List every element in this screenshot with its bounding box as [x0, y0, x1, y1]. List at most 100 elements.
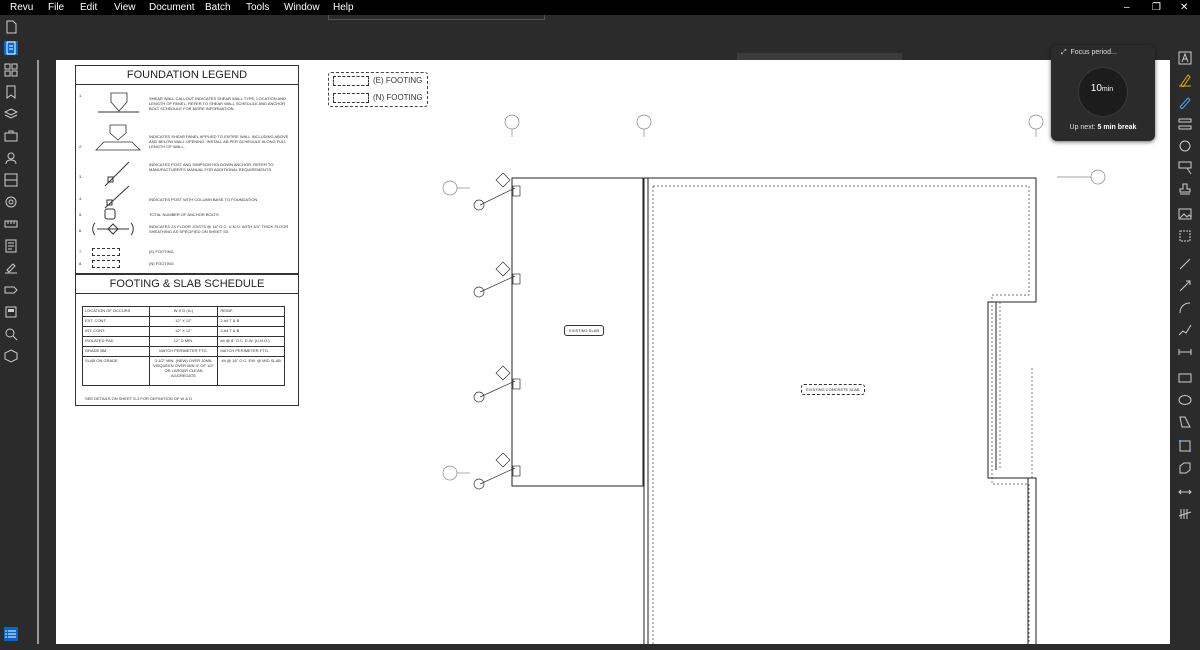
table-cell: 3 1/2" MIN. (NEW) OVER 10MIL VISQUEEN OV… — [148, 356, 219, 386]
legend-num-2: 2. — [79, 144, 83, 149]
table-cell: SLAB ON GRADE — [82, 356, 150, 386]
toolbar-strip — [0, 15, 1200, 60]
focus-ring — [1078, 67, 1128, 117]
table-cell: 2-#4 T & B — [217, 316, 285, 327]
table-row: ISOLATED PAD 12" D MIN. #4 @ 8" O.C. E.W… — [82, 336, 285, 347]
legend-num-4: 4. — [79, 196, 83, 201]
sheet-edge — [37, 60, 39, 644]
focus-unit: min — [1101, 86, 1114, 93]
ellipse-icon[interactable] — [1178, 393, 1192, 407]
stamp-icon[interactable] — [1178, 183, 1192, 197]
legend-text-7: (E) FOOTING — [149, 249, 174, 254]
menu-revu[interactable]: Revu — [10, 2, 34, 13]
callout-icon[interactable] — [1178, 161, 1192, 175]
table-row: SLAB ON GRADE 3 1/2" MIN. (NEW) OVER 10M… — [82, 356, 285, 386]
polygon-icon[interactable] — [1178, 415, 1192, 429]
bookmarks-icon[interactable] — [4, 85, 18, 99]
legend-divider — [76, 84, 298, 85]
highlight-icon[interactable] — [1178, 73, 1192, 87]
table-cell: 12" D MIN. — [148, 336, 219, 347]
menu-file[interactable]: File — [48, 2, 65, 13]
schedule-note: SEE DETAILS ON SHEET S-3 FOR DEFINITION … — [85, 396, 192, 401]
search-icon[interactable] — [4, 327, 18, 341]
close-button[interactable]: ✕ — [1180, 2, 1189, 13]
legend-text-2: INDICATES SHEAR PANEL APPLIED TO ENTIRE … — [149, 134, 289, 149]
e-footing-label: (E) FOOTING — [373, 76, 423, 86]
legend-num-6: 6. — [79, 228, 83, 233]
table-cell: MATCH PERIMETER FTG. — [217, 346, 285, 357]
foundation-legend: FOUNDATION LEGEND 1. SHEAR WALL CALLOUT … — [75, 65, 299, 274]
properties-icon[interactable] — [4, 151, 18, 165]
volume-icon[interactable] — [1178, 461, 1192, 475]
n-footing-symbol — [92, 260, 120, 268]
menu-window[interactable]: Window — [284, 2, 320, 13]
n-footing-row: (N) FOOTING — [333, 93, 423, 103]
legend-num-8: 8. — [79, 261, 83, 266]
markups-icon[interactable] — [4, 239, 18, 253]
rectangle-icon[interactable] — [1178, 371, 1192, 385]
menu-document[interactable]: Document — [149, 2, 195, 13]
restore-button[interactable]: ❐ — [1152, 2, 1161, 13]
focus-title-text: Focus period... — [1070, 49, 1117, 56]
menu-view[interactable]: View — [114, 2, 136, 13]
count-icon[interactable] — [1178, 507, 1192, 521]
legend-num-3: 3. — [79, 174, 83, 179]
dimension-icon[interactable] — [1178, 345, 1192, 359]
crop-icon[interactable] — [1178, 229, 1192, 243]
file-access-icon[interactable] — [4, 283, 18, 297]
table-header-row: LOCATION OF OCCURS W X D (in.) REINF. — [82, 306, 285, 317]
cloud-icon[interactable] — [1178, 139, 1192, 153]
holdown-anchor-icon — [104, 161, 130, 187]
expand-icon[interactable]: ⤢ — [1061, 49, 1067, 56]
table-header-cell: W X D (in.) — [148, 306, 219, 317]
menu-help[interactable]: Help — [333, 2, 354, 13]
right-sidebar — [1172, 45, 1200, 650]
menu-bar: Revu File Edit View Document Batch Tools… — [0, 0, 1200, 15]
focus-time: 10min — [1078, 83, 1126, 94]
left-sidebar — [0, 15, 22, 650]
focus-timer-widget[interactable]: ⤢ Focus period... 10min Up next: 5 min b… — [1051, 45, 1155, 141]
area-icon[interactable] — [1178, 439, 1192, 453]
legend-text-5: TOTAL NUMBER OF ANCHOR BOLTS — [149, 212, 219, 217]
length-icon[interactable] — [1178, 485, 1192, 499]
menu-batch[interactable]: Batch — [205, 2, 231, 13]
n-footing-swatch — [333, 93, 369, 103]
tool-sets-icon[interactable] — [4, 305, 18, 319]
menu-edit[interactable]: Edit — [80, 2, 98, 13]
polyline-icon[interactable] — [1178, 323, 1192, 337]
signatures-icon[interactable] — [4, 261, 18, 275]
menu-tools[interactable]: Tools — [246, 2, 270, 13]
minimize-button[interactable]: – — [1124, 2, 1130, 13]
existing-concrete-slab-tag[interactable]: EXISTING CONCRETE SLAB — [801, 384, 865, 395]
arc-icon[interactable] — [1178, 301, 1192, 315]
schedule-divider — [76, 293, 298, 294]
existing-slab-tag[interactable]: EXISTING SLAB — [564, 325, 605, 336]
e-footing-row: (E) FOOTING — [333, 76, 422, 86]
list-view-icon[interactable] — [4, 627, 18, 641]
legend-num-5: 5. — [79, 212, 83, 217]
focus-next-prefix: Up next: — [1069, 124, 1096, 131]
e-footing-swatch — [333, 76, 369, 86]
toolchest-icon[interactable] — [4, 129, 18, 143]
pen-icon[interactable] — [1178, 95, 1192, 109]
measurements-icon[interactable] — [4, 217, 18, 231]
layers-icon[interactable] — [4, 107, 18, 121]
focus-minutes: 10 — [1090, 83, 1102, 94]
document-icon[interactable] — [4, 20, 18, 34]
3d-icon[interactable] — [4, 349, 18, 363]
pages-icon[interactable] — [4, 41, 18, 55]
focus-next: Up next: 5 min break — [1051, 124, 1155, 131]
tab-strip-active[interactable] — [737, 53, 902, 60]
legend-text-1: SHEAR WALL CALLOUT INDICATES SHEAR WALL … — [149, 96, 286, 111]
settings-icon[interactable] — [4, 195, 18, 209]
schedule-table: LOCATION OF OCCURS W X D (in.) REINF. EX… — [82, 306, 285, 386]
text-box-icon[interactable] — [1178, 51, 1192, 65]
studio-icon[interactable] — [4, 173, 18, 187]
thumbnails-icon[interactable] — [4, 63, 18, 77]
arrow-icon[interactable] — [1178, 279, 1192, 293]
image-icon[interactable] — [1178, 207, 1192, 221]
table-row: INT. CONT. 12" X 12" 2-#4 T & B — [82, 326, 285, 337]
line-icon[interactable] — [1178, 257, 1192, 271]
shear-panel-icon — [95, 124, 141, 151]
stamp-list-icon[interactable] — [1178, 117, 1192, 131]
